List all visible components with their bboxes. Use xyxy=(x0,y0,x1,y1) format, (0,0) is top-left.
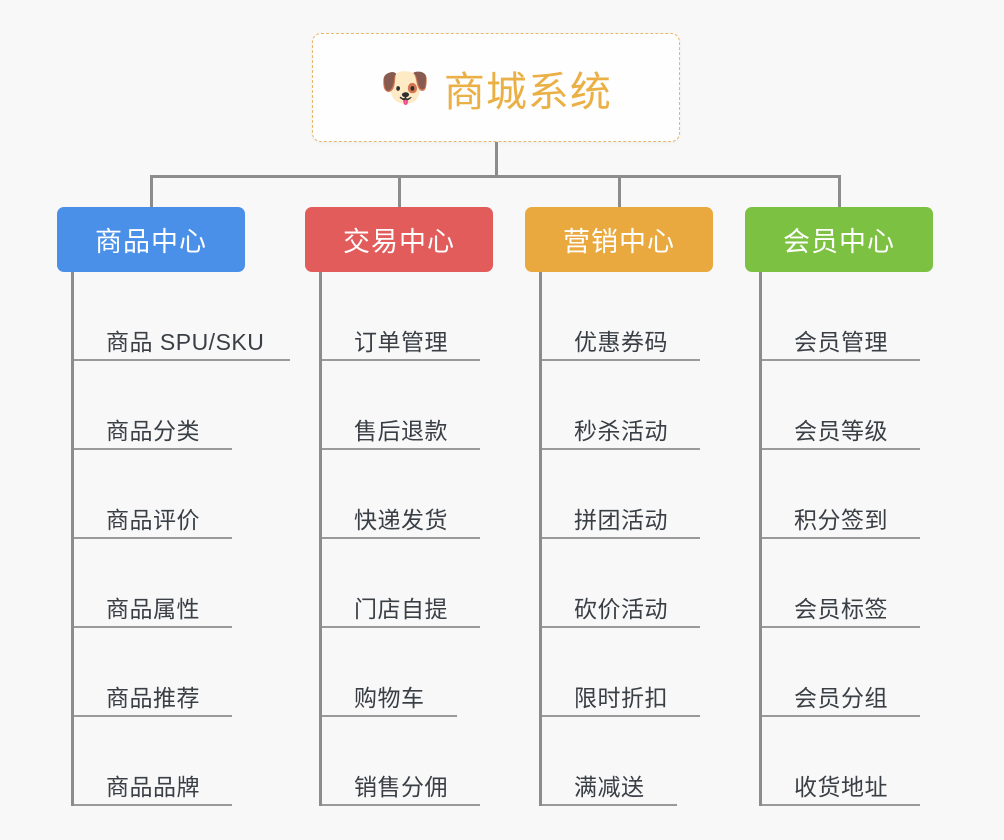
leaf-item[interactable]: 满减送 xyxy=(542,717,713,806)
connector-drop-marketing-center xyxy=(618,175,621,207)
root-node[interactable]: 🐶 商城系统 xyxy=(312,33,680,142)
leaf-item-label: 会员管理 xyxy=(794,328,888,355)
leaf-item[interactable]: 订单管理 xyxy=(322,272,493,361)
leaf-item-label: 会员标签 xyxy=(794,595,888,622)
leaf-list-product-center: 商品 SPU/SKU 商品分类商品评价商品属性商品推荐商品品牌 xyxy=(71,272,291,806)
leaf-item-label: 会员分组 xyxy=(794,684,888,711)
leaf-list-marketing-center: 优惠券码秒杀活动拼团活动砍价活动限时折扣满减送 xyxy=(539,272,713,806)
leaf-item[interactable]: 会员标签 xyxy=(762,539,933,628)
leaf-item-label: 商品 SPU/SKU xyxy=(106,328,265,355)
leaf-item[interactable]: 会员等级 xyxy=(762,361,933,450)
leaf-item[interactable]: 购物车 xyxy=(322,628,493,717)
connector-bus xyxy=(150,175,841,178)
leaf-item-label: 满减送 xyxy=(574,773,645,800)
category-header-member-center[interactable]: 会员中心 xyxy=(745,207,933,272)
leaf-item-label: 门店自提 xyxy=(354,595,448,622)
leaf-item[interactable]: 积分签到 xyxy=(762,450,933,539)
connector-drop-trade-center xyxy=(398,175,401,207)
leaf-item-label: 砍价活动 xyxy=(574,595,668,622)
leaf-item-label: 收货地址 xyxy=(794,773,888,800)
leaf-item-label: 售后退款 xyxy=(354,417,448,444)
leaf-item-label: 快递发货 xyxy=(354,506,448,533)
leaf-item-label: 商品推荐 xyxy=(106,684,200,711)
root-title: 商城系统 xyxy=(443,68,612,115)
leaf-item[interactable]: 商品属性 xyxy=(74,539,264,628)
leaf-item-label: 销售分佣 xyxy=(354,773,448,800)
dog-face-icon: 🐶 xyxy=(380,65,430,110)
leaf-list-member-center: 会员管理会员等级积分签到会员标签会员分组收货地址 xyxy=(759,272,933,806)
leaf-item-label: 订单管理 xyxy=(354,328,448,355)
leaf-item[interactable]: 销售分佣 xyxy=(322,717,493,806)
leaf-item[interactable]: 会员管理 xyxy=(762,272,933,361)
connector-drop-member-center xyxy=(838,175,841,207)
leaf-item-label: 积分签到 xyxy=(794,506,888,533)
category-column-member-center: 会员中心会员管理会员等级积分签到会员标签会员分组收货地址 xyxy=(745,207,933,806)
leaf-item[interactable]: 商品评价 xyxy=(74,450,264,539)
leaf-item[interactable]: 砍价活动 xyxy=(542,539,713,628)
category-header-marketing-center[interactable]: 营销中心 xyxy=(525,207,713,272)
leaf-item-label: 商品评价 xyxy=(106,506,200,533)
leaf-item-label: 商品分类 xyxy=(106,417,200,444)
leaf-item[interactable]: 收货地址 xyxy=(762,717,933,806)
leaf-item[interactable]: 商品品牌 xyxy=(74,717,264,806)
leaf-item-label: 秒杀活动 xyxy=(574,417,668,444)
leaf-item[interactable]: 拼团活动 xyxy=(542,450,713,539)
leaf-item[interactable]: 秒杀活动 xyxy=(542,361,713,450)
leaf-item[interactable]: 售后退款 xyxy=(322,361,493,450)
category-header-label: 营销中心 xyxy=(563,227,675,257)
connector-root-stem xyxy=(495,142,498,178)
leaf-item-label: 购物车 xyxy=(354,684,425,711)
leaf-item[interactable]: 快递发货 xyxy=(322,450,493,539)
leaf-item-label: 商品品牌 xyxy=(106,773,200,800)
leaf-item-label: 优惠券码 xyxy=(574,328,668,355)
category-column-product-center: 商品中心商品 SPU/SKU 商品分类商品评价商品属性商品推荐商品品牌 xyxy=(57,207,291,806)
leaf-item[interactable]: 限时折扣 xyxy=(542,628,713,717)
leaf-item-label: 限时折扣 xyxy=(574,684,668,711)
leaf-item[interactable]: 商品 SPU/SKU xyxy=(74,272,291,361)
leaf-item-label: 拼团活动 xyxy=(574,506,668,533)
connector-drop-product-center xyxy=(150,175,153,207)
leaf-item[interactable]: 商品分类 xyxy=(74,361,264,450)
category-header-label: 交易中心 xyxy=(343,227,455,257)
category-header-product-center[interactable]: 商品中心 xyxy=(57,207,245,272)
leaf-item[interactable]: 会员分组 xyxy=(762,628,933,717)
leaf-item[interactable]: 门店自提 xyxy=(322,539,493,628)
leaf-list-trade-center: 订单管理售后退款快递发货门店自提购物车销售分佣 xyxy=(319,272,493,806)
category-header-trade-center[interactable]: 交易中心 xyxy=(305,207,493,272)
category-header-label: 会员中心 xyxy=(783,227,895,257)
category-column-marketing-center: 营销中心优惠券码秒杀活动拼团活动砍价活动限时折扣满减送 xyxy=(525,207,713,806)
leaf-item-label: 会员等级 xyxy=(794,417,888,444)
category-column-trade-center: 交易中心订单管理售后退款快递发货门店自提购物车销售分佣 xyxy=(305,207,493,806)
leaf-item-label: 商品属性 xyxy=(106,595,200,622)
leaf-item[interactable]: 优惠券码 xyxy=(542,272,713,361)
category-header-label: 商品中心 xyxy=(95,227,207,257)
leaf-item[interactable]: 商品推荐 xyxy=(74,628,264,717)
